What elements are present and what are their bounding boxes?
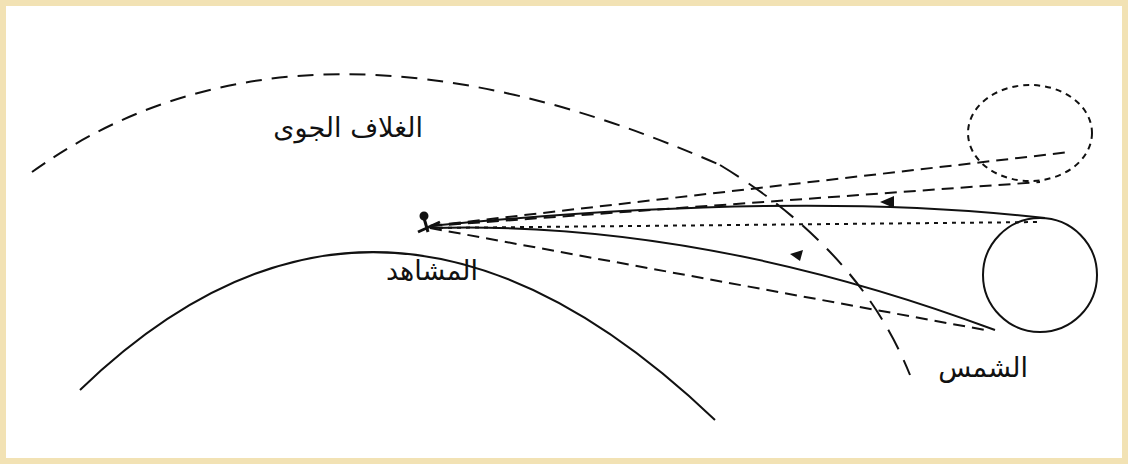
observer-figure: [421, 213, 427, 219]
atmosphere-boundary: [32, 74, 720, 172]
ray-arrowhead: [790, 250, 803, 261]
observer-figure: [418, 218, 440, 232]
atmosphere-label: الغلاف الجوى: [273, 112, 423, 144]
geometric-ray: [430, 222, 1040, 228]
observer-label: المشاهد: [386, 255, 478, 287]
earth-surface: [80, 252, 715, 420]
apparent-ray: [430, 182, 1040, 226]
apparent-ray: [430, 152, 1070, 226]
sun-disc: [983, 218, 1097, 332]
sun-label: الشمس: [938, 352, 1028, 384]
apparent-sun: [968, 85, 1092, 181]
atmosphere-boundary: [720, 165, 910, 375]
geometric-ray: [430, 228, 985, 330]
refracted-ray: [430, 227, 995, 330]
ray-arrowhead: [880, 196, 894, 208]
